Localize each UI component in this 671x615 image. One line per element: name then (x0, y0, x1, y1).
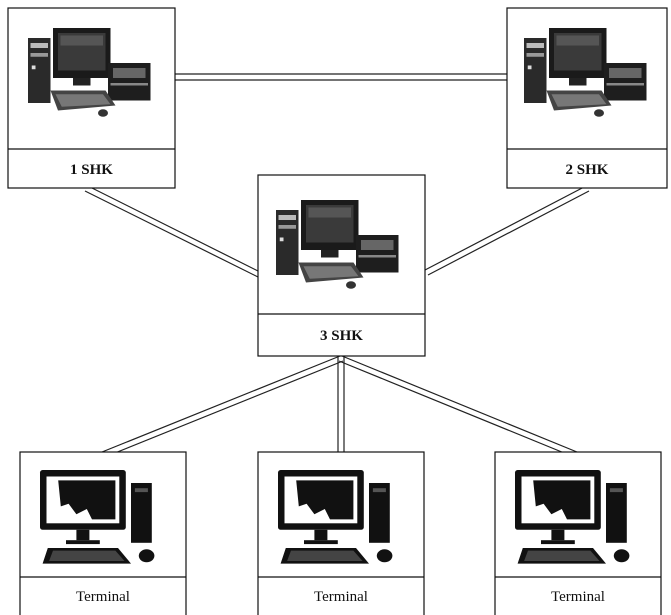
node-2shk: 2 SHK (506, 7, 668, 189)
connection-2shk-3shk (424, 185, 590, 276)
node-label: 2 SHK (566, 162, 609, 178)
connections (84, 73, 590, 458)
connection-3shk-terminal1 (101, 355, 344, 458)
node-label: Terminal (314, 589, 368, 605)
node-label: 1 SHK (70, 162, 113, 178)
node-3shk: 3 SHK (257, 174, 426, 357)
node-1shk: 1 SHK (7, 7, 176, 189)
connection-3shk-terminal2 (337, 356, 345, 452)
connection-3shk-terminal3 (338, 355, 578, 458)
node-label: Terminal (76, 589, 130, 605)
node-terminal-1: Terminal (19, 451, 187, 615)
node-label: 3 SHK (320, 328, 363, 344)
connection-1shk-3shk (84, 185, 261, 278)
connection-1shk-2shk (175, 73, 507, 81)
node-terminal-3: Terminal (494, 451, 662, 615)
node-terminal-2: Terminal (257, 451, 425, 615)
node-label: Terminal (551, 589, 605, 605)
